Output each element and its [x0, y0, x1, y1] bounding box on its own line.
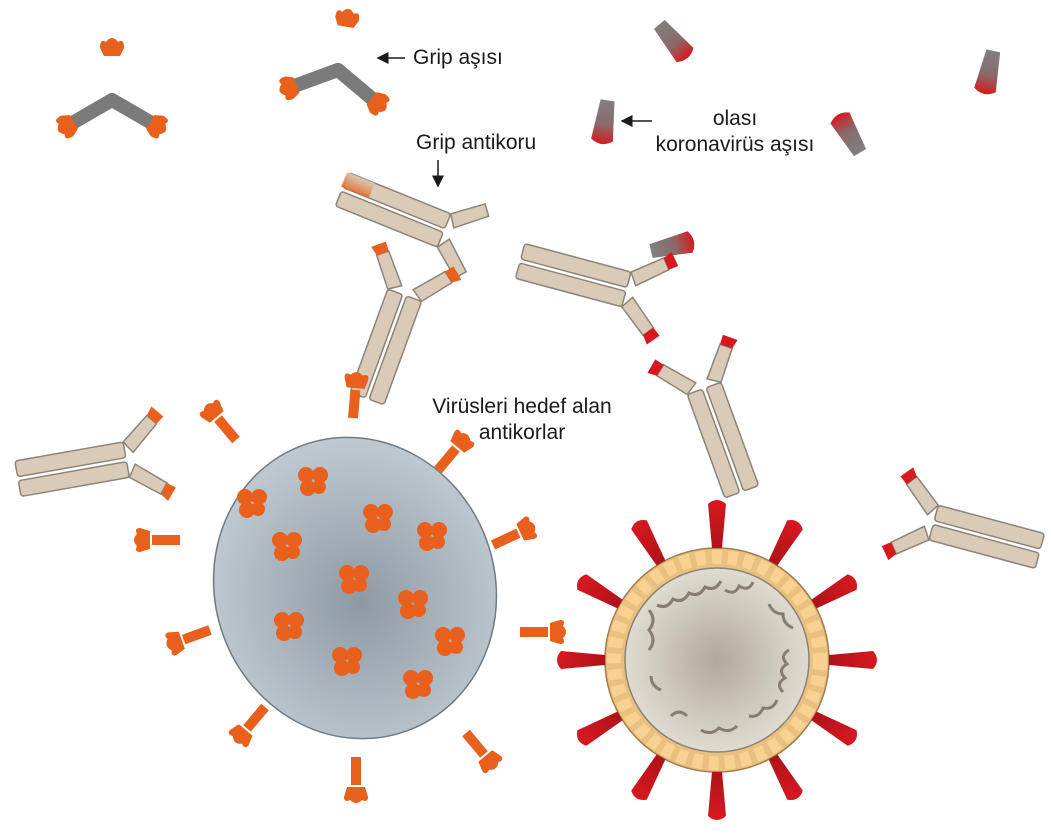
corona-vaccine-icon: [650, 17, 696, 66]
antibody-icon: [328, 241, 462, 414]
corona-vaccine-label: olası koronavirüs aşısı: [630, 106, 840, 158]
antibody-icon: [326, 151, 494, 282]
corona-vaccine-label-line2: koronavirüs aşısı: [655, 133, 815, 156]
flu-virus-icon: [134, 371, 566, 803]
targeting-antibodies-label: Virüsleri hedef alan antikorlar: [402, 394, 642, 446]
antibody-icon: [10, 406, 176, 519]
antibody-icon: [509, 221, 679, 345]
antibody-icon: [881, 467, 1051, 591]
corona-vaccine-label-line1: olası: [712, 107, 758, 130]
antibody-icon: [647, 334, 781, 507]
flu-antibody-label: Grip antikoru: [416, 131, 537, 154]
flu-vaccine-label: Grip aşısı: [413, 46, 503, 69]
targeting-label-line1: Virüsleri hedef alan: [432, 395, 612, 418]
targeting-label-line2: antikorlar: [478, 421, 566, 444]
flu-vaccine-icon: [52, 38, 171, 141]
coronavirus-icon: [604, 547, 830, 773]
flu-vaccine-icon: [272, 0, 408, 121]
corona-vaccine-icon: [590, 98, 619, 146]
corona-vaccine-icon: [973, 48, 1005, 97]
